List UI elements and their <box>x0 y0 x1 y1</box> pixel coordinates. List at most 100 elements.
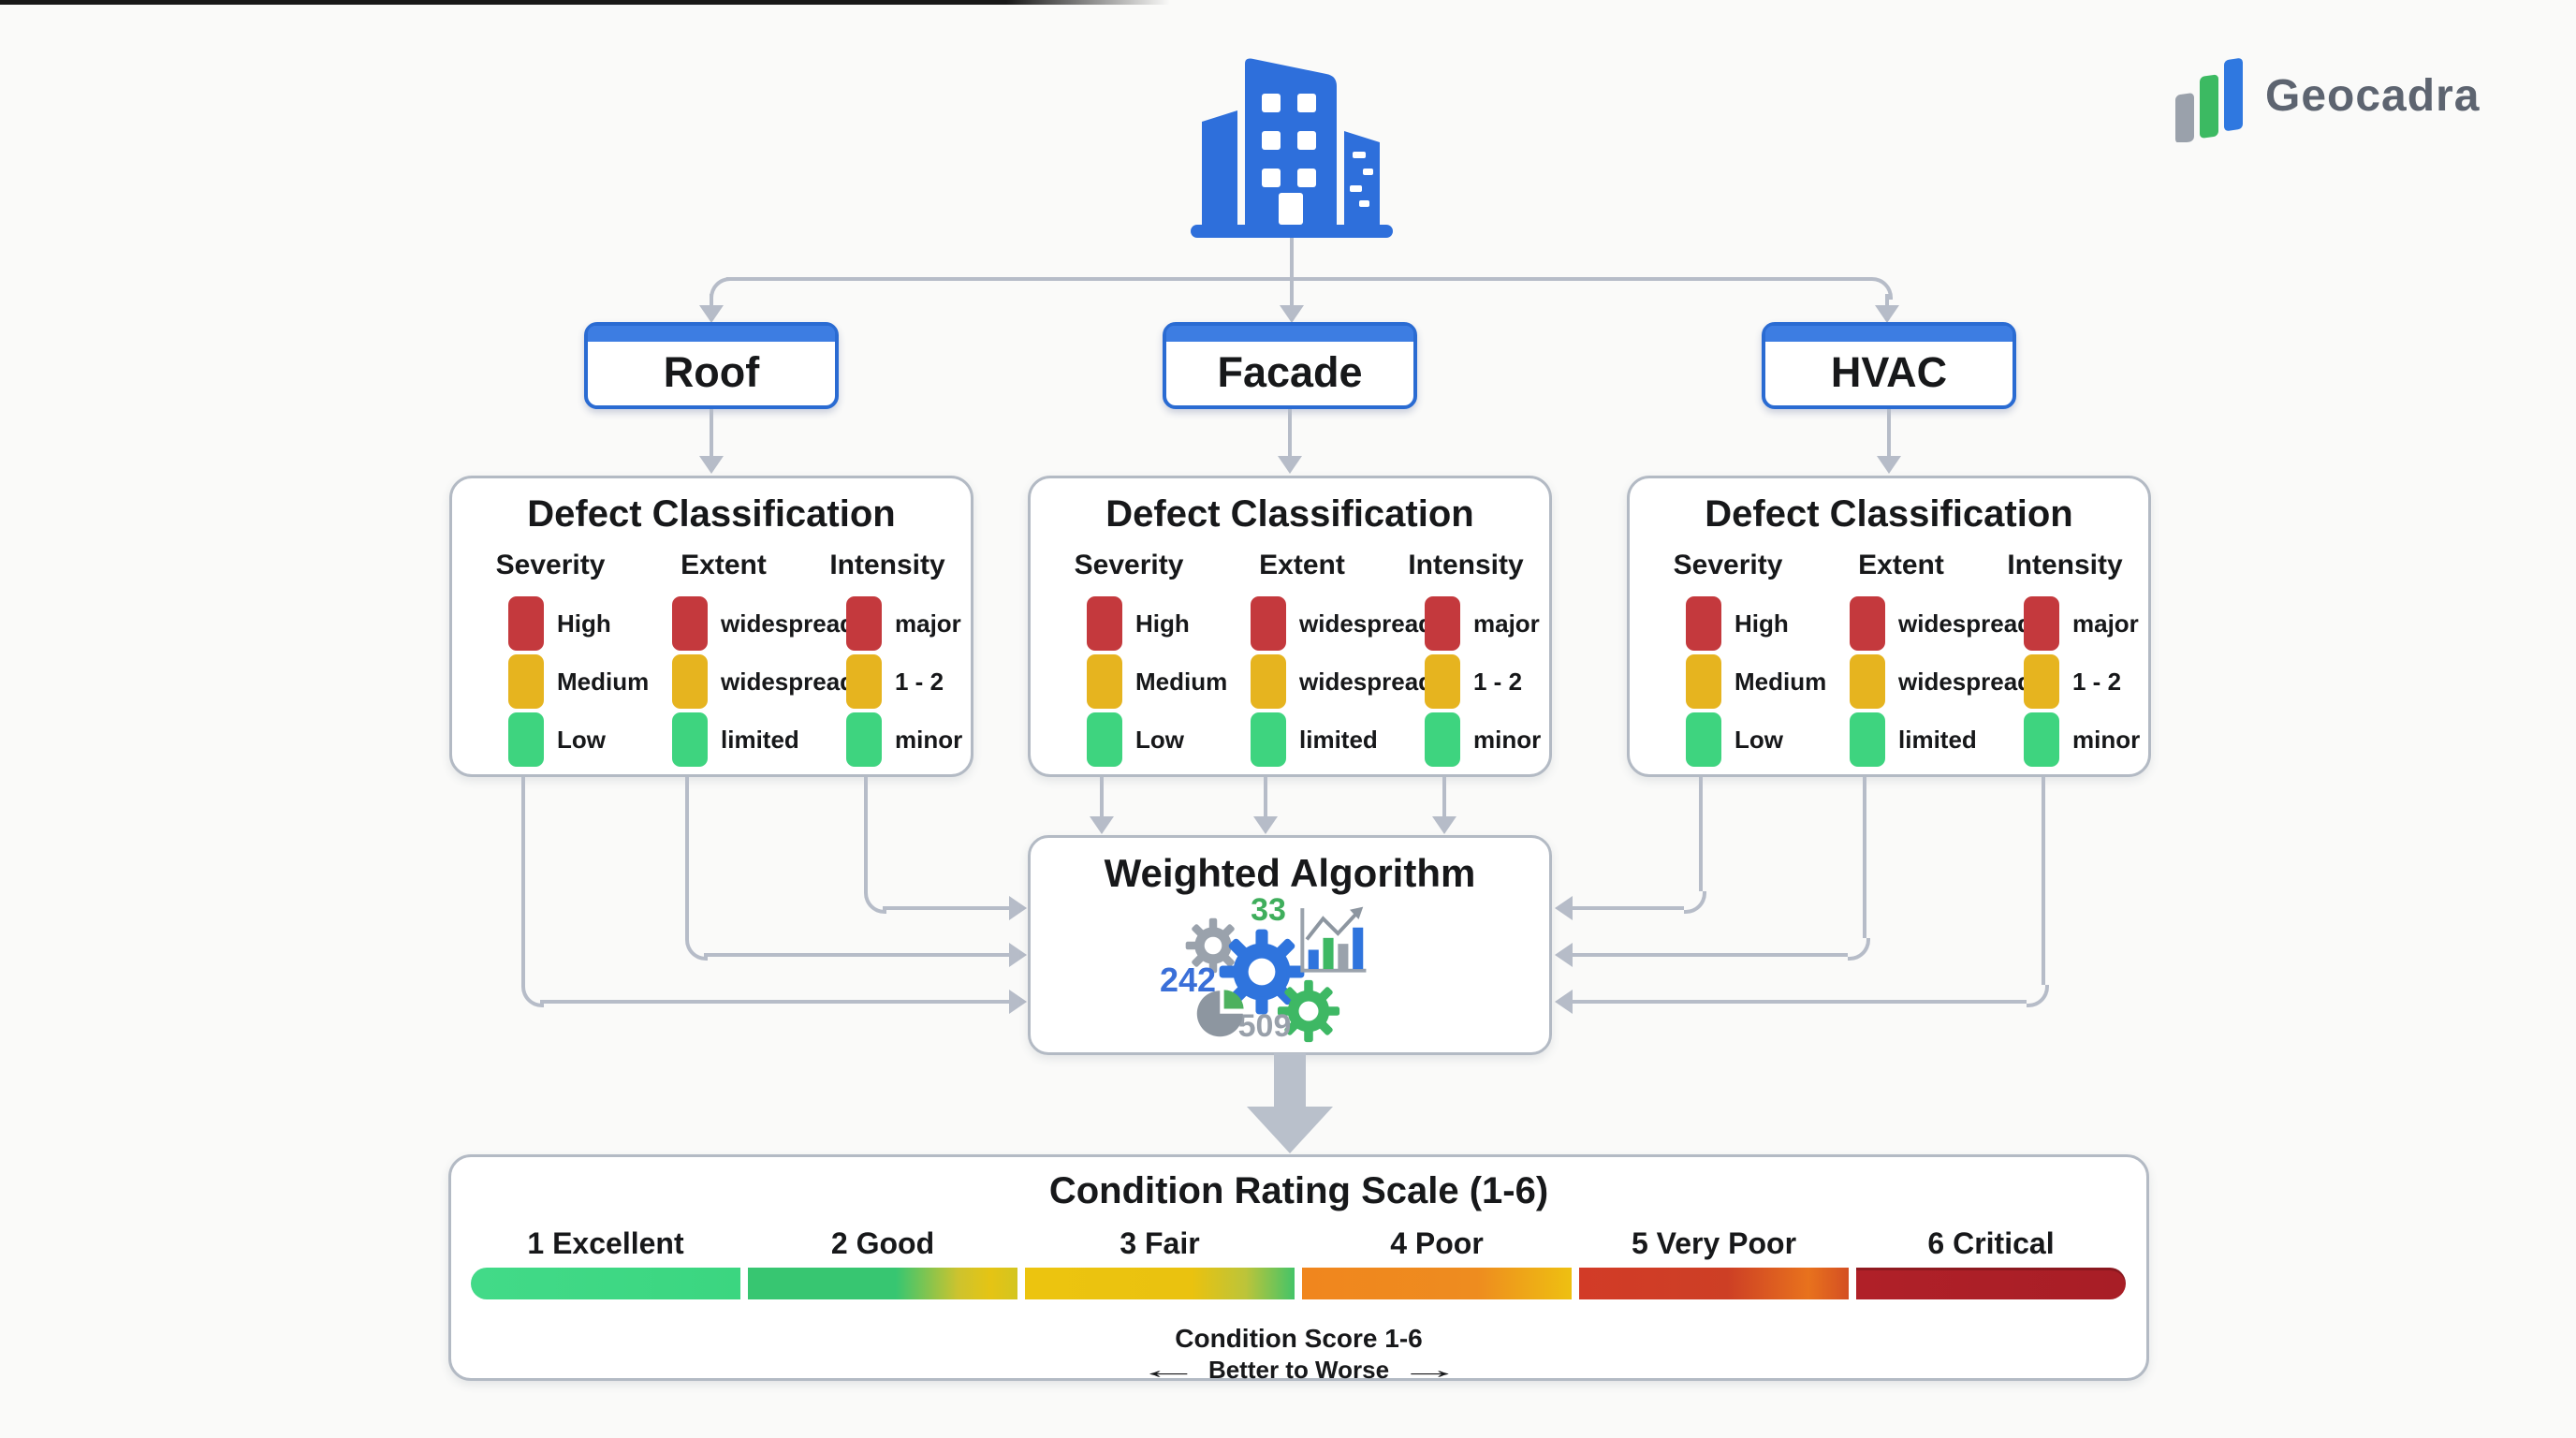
defect-row: major <box>1391 596 1541 651</box>
top-edge-strip <box>0 0 1170 5</box>
connector-roof-intensity-v <box>864 777 868 891</box>
arrowhead-roof-intensity <box>1009 896 1027 920</box>
extent-medium-swatch <box>1251 654 1286 709</box>
connector-corner-right <box>1870 277 1893 300</box>
severity-medium-swatch <box>1087 654 1122 709</box>
condition-rating-title: Condition Rating Scale (1-6) <box>1048 1170 1549 1211</box>
defect-row: 1 - 2 <box>1391 654 1541 709</box>
defect-row: major <box>812 596 962 651</box>
connector-facade-panel <box>1288 409 1292 456</box>
rating-segment-6 <box>1856 1268 2126 1299</box>
defect-row: limited <box>1812 712 1990 767</box>
defect-row: widespread <box>1213 596 1433 651</box>
connector-hvac-severity-corner <box>1684 891 1706 914</box>
rating-label-2: 2 Good <box>830 1226 935 1260</box>
connector-roof-extent-v <box>685 777 689 938</box>
connector-hvac-intensity-h <box>1573 1000 2027 1004</box>
severity-low-swatch <box>508 712 544 767</box>
arrowhead-facade-extent <box>1253 816 1278 834</box>
defect-row: minor <box>1990 712 2140 767</box>
extent-low-swatch <box>1251 712 1286 767</box>
node-roof-header-strip <box>588 326 835 342</box>
intensity-low-swatch <box>846 712 882 767</box>
rating-label-6: 6 Critical <box>1927 1226 2055 1260</box>
defect-row: widespread <box>1213 654 1433 709</box>
rating-segment-4 <box>1302 1268 1572 1299</box>
rating-segment-2 <box>748 1268 1017 1299</box>
extent-high-swatch <box>1251 596 1286 651</box>
node-hvac-label: HVAC <box>1830 348 1948 396</box>
defect-row: Medium <box>1049 654 1227 709</box>
arrowhead-to-facade <box>1280 305 1304 323</box>
right-arrow-icon: → <box>1398 1356 1461 1384</box>
logo: Geocadra <box>2174 49 2480 142</box>
defect-column-intensity: Intensity major 1 - 2 minor <box>1391 550 1541 770</box>
defect-panel-title: Defect Classification <box>1705 493 2073 535</box>
defect-row: Low <box>1648 712 1808 767</box>
connector-hvac-extent-v <box>1863 777 1866 938</box>
connector-roof-severity-v <box>521 777 525 985</box>
node-hvac: HVAC <box>1762 322 2016 409</box>
node-roof-label: Roof <box>663 348 760 396</box>
defect-panel-title: Defect Classification <box>1105 493 1474 535</box>
condition-score-label: Condition Score 1-6 <box>1175 1324 1423 1353</box>
severity-medium-swatch <box>508 654 544 709</box>
connector-roof-panel <box>710 409 713 456</box>
connector-facade-extent <box>1264 777 1267 816</box>
column-title: Extent <box>1259 550 1345 580</box>
severity-high-swatch <box>1087 596 1122 651</box>
weighted-algorithm-title: Weighted Algorithm <box>1104 851 1476 895</box>
node-facade: Facade <box>1163 322 1417 409</box>
connector-roof-intensity-corner <box>864 891 886 914</box>
severity-high-swatch <box>508 596 544 651</box>
rating-label-5: 5 Very Poor <box>1631 1226 1797 1260</box>
logo-bars-icon <box>2175 58 2243 142</box>
arrowhead-roof-extent <box>1009 943 1027 967</box>
connector-roof-extent-h <box>704 953 1009 957</box>
column-title: Intensity <box>1408 550 1524 580</box>
connector-hvac-panel <box>1887 409 1891 456</box>
arrowhead-to-hvac <box>1875 305 1899 323</box>
severity-low-swatch <box>1087 712 1122 767</box>
defect-column-severity: Severity High Medium Low <box>471 550 649 770</box>
connector-corner-left <box>710 277 732 300</box>
defect-row: Low <box>471 712 630 767</box>
arrowhead-roof-severity <box>1009 990 1027 1014</box>
defect-column-intensity: Intensity major 1 - 2 minor <box>1990 550 2140 770</box>
arrowhead-hvac-intensity <box>1555 990 1573 1014</box>
column-title: Extent <box>681 550 767 580</box>
severity-low-swatch <box>1686 712 1721 767</box>
connector-facade-intensity <box>1442 777 1446 816</box>
intensity-high-swatch <box>2024 596 2059 651</box>
defect-row: 1 - 2 <box>812 654 962 709</box>
connector-drop-right <box>1885 294 1889 305</box>
pie-chart-icon <box>1196 990 1244 1037</box>
direction-text: Better to Worse <box>1208 1356 1390 1384</box>
arrowhead-hvac-extent <box>1555 943 1573 967</box>
defect-row: widespread <box>1812 596 2032 651</box>
defect-column-extent: Extent widespread widespread limited <box>1213 550 1433 770</box>
building-icon <box>1191 58 1393 238</box>
intensity-high-swatch <box>1425 596 1460 651</box>
rating-label-1: 1 Excellent <box>527 1226 684 1260</box>
defect-row: minor <box>812 712 962 767</box>
defect-panel-title: Defect Classification <box>527 493 896 535</box>
algorithm-number-509: 509 <box>1237 1008 1292 1044</box>
extent-medium-swatch <box>1850 654 1885 709</box>
defect-column-extent: Extent widespread widespread limited <box>1812 550 2032 770</box>
intensity-medium-swatch <box>2024 654 2059 709</box>
defect-column-extent: Extent widespread widespread limited <box>635 550 855 770</box>
connector-bus <box>726 277 1870 281</box>
extent-low-swatch <box>672 712 708 767</box>
defect-column-severity: Severity High Medium Low <box>1648 550 1826 770</box>
column-title: Severity <box>495 550 606 580</box>
connector-hvac-intensity-v <box>2042 777 2045 985</box>
defect-row: High <box>1049 596 1208 651</box>
connector-building-down <box>1290 238 1294 305</box>
algorithm-number-33: 33 <box>1251 892 1286 928</box>
severity-high-swatch <box>1686 596 1721 651</box>
connector-drop-left <box>710 294 713 305</box>
defect-column-severity: Severity High Medium Low <box>1049 550 1227 770</box>
intensity-low-swatch <box>1425 712 1460 767</box>
